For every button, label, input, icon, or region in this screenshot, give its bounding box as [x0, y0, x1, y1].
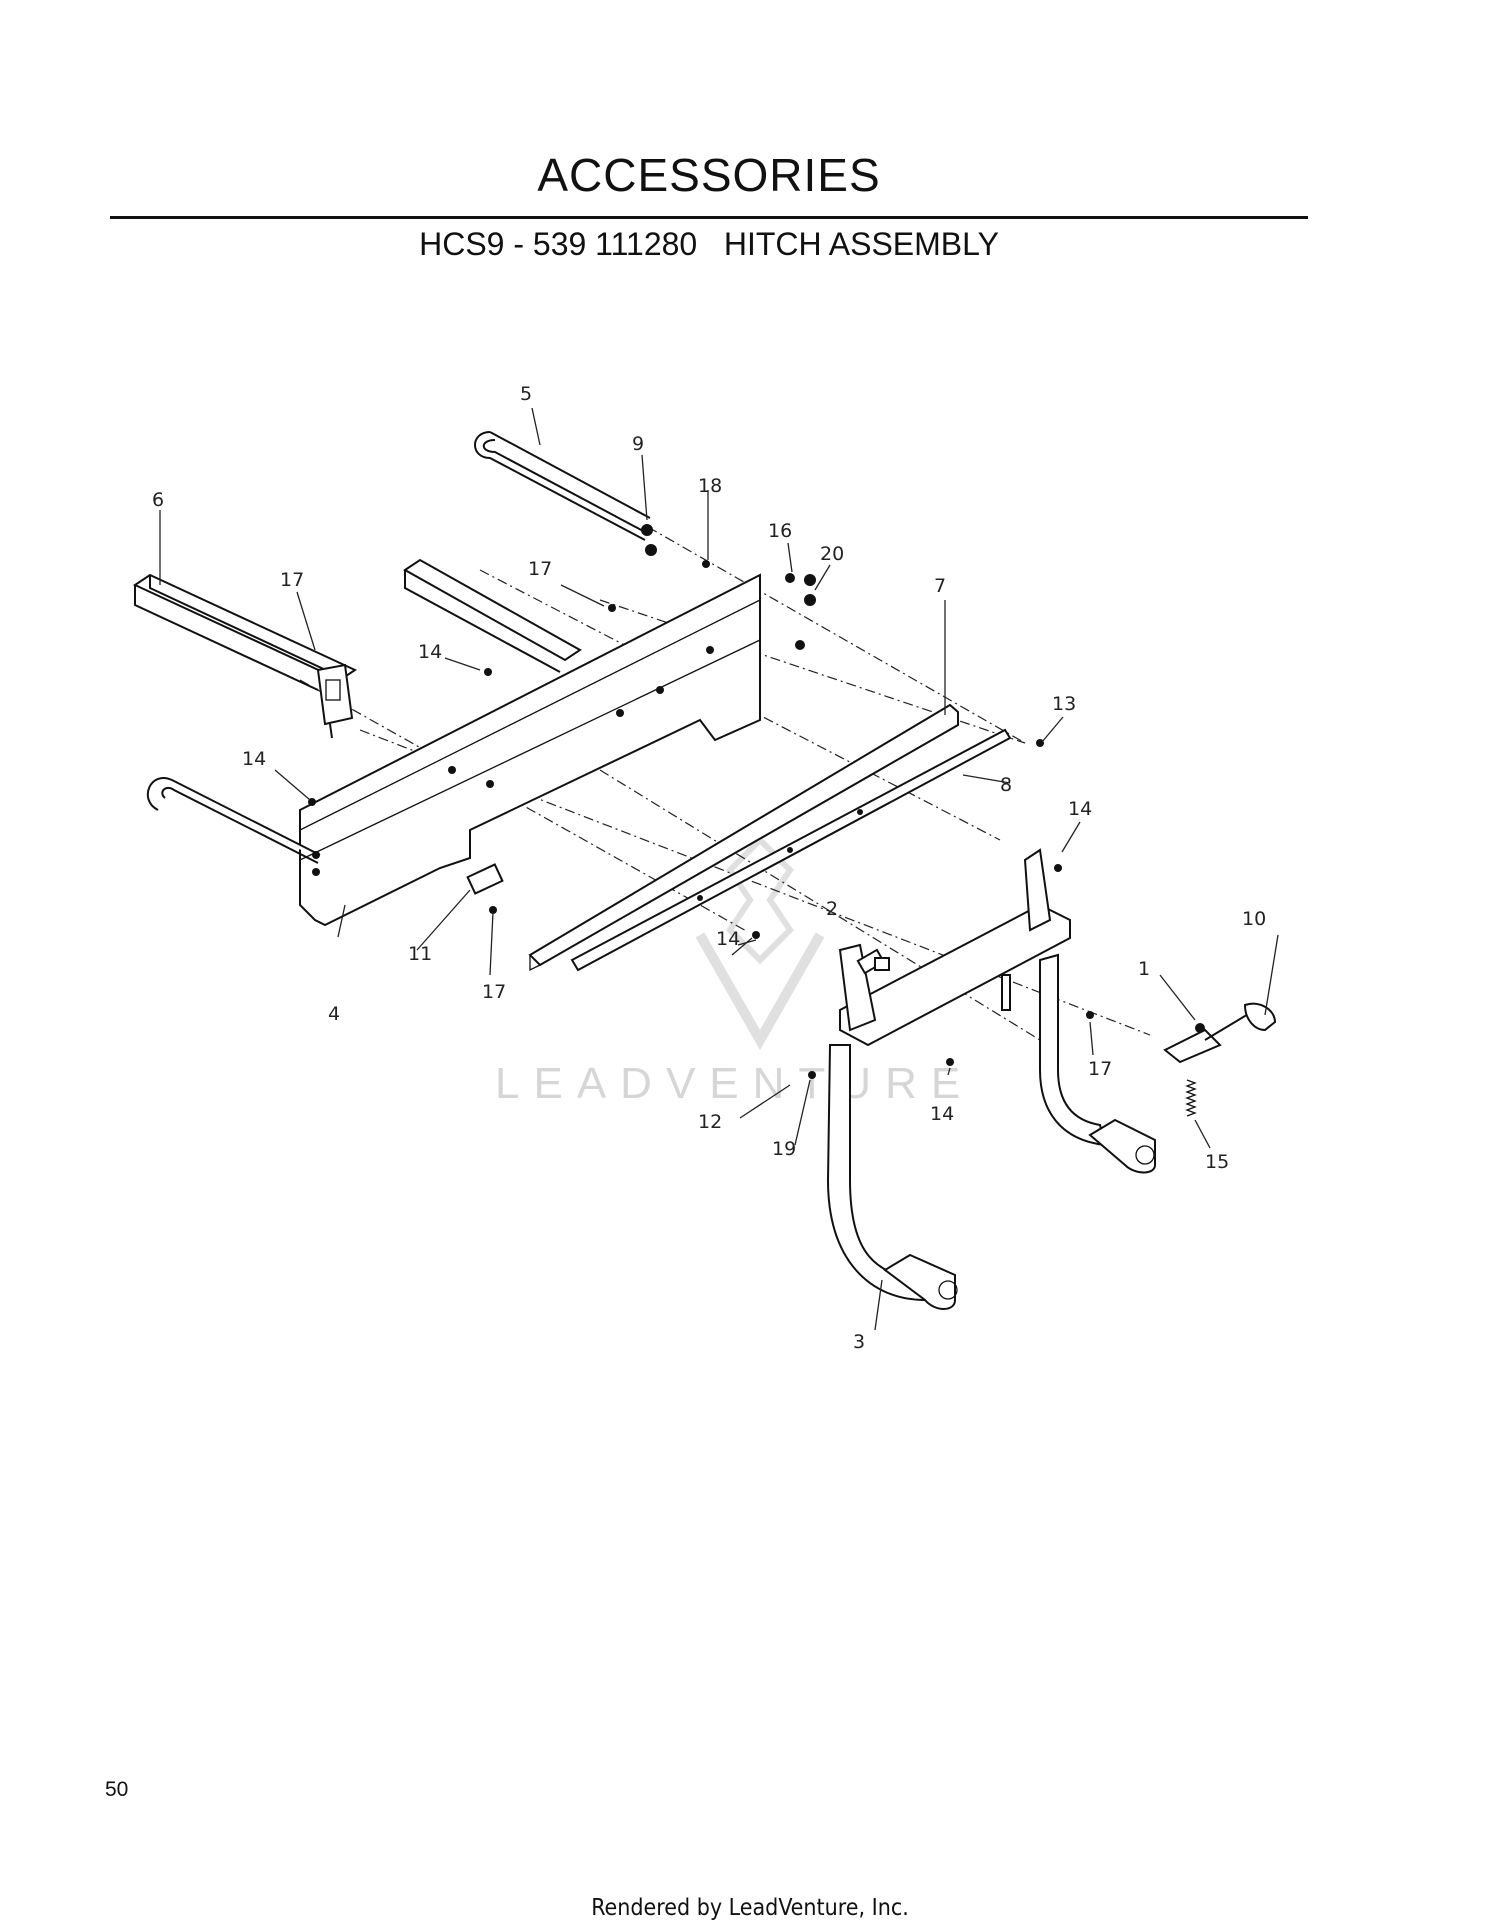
part-6-receiver-tube [132, 573, 358, 739]
callout-14-bottom: 14 [930, 1103, 954, 1125]
callout-9: 9 [632, 433, 644, 455]
callout-2: 2 [826, 898, 838, 920]
callout-19: 19 [772, 1138, 796, 1160]
callout-14-right: 14 [1068, 798, 1092, 820]
part-4-main-frame [146, 558, 761, 927]
part-8-bar [570, 728, 1012, 972]
callout-3: 3 [853, 1331, 865, 1353]
callout-14-left: 14 [242, 748, 266, 770]
callout-17-right: 17 [1088, 1058, 1112, 1080]
callout-7: 7 [934, 575, 946, 597]
page-title: ACCESSORIES [537, 149, 881, 201]
callout-13: 13 [1052, 693, 1076, 715]
leader-lines [159, 407, 1279, 1331]
title-divider [110, 216, 1308, 219]
callout-17-top: 17 [528, 558, 552, 580]
part-7-angle [528, 703, 959, 972]
callout-12: 12 [698, 1111, 722, 1133]
part-10-hitch-pin [1163, 1002, 1277, 1064]
hardware [308, 524, 1205, 1079]
callout-16: 16 [768, 520, 792, 542]
rendered-by-footer: Rendered by LeadVenture, Inc. [591, 1895, 909, 1921]
watermark: LEADVENTURE [495, 835, 974, 1108]
part-5-u-bar [474, 431, 651, 541]
callout-labels: 5 9 18 16 20 17 6 17 14 14 7 13 8 14 11 … [152, 383, 1266, 1353]
callout-14-mid: 14 [716, 928, 740, 950]
callout-18: 18 [698, 475, 722, 497]
callout-17-left: 17 [280, 569, 304, 591]
assembly-subtitle: HCS9 - 539 111280 HITCH ASSEMBLY [419, 226, 999, 262]
part-15-spring [1185, 1079, 1197, 1117]
callout-20: 20 [820, 543, 844, 565]
callout-5: 5 [520, 383, 532, 405]
callout-15: 15 [1205, 1151, 1229, 1173]
callout-4: 4 [328, 1003, 340, 1025]
callout-11: 11 [408, 943, 432, 965]
part-3-hitch-frame [826, 848, 1156, 1310]
callout-14-top: 14 [418, 641, 442, 663]
callout-17-lower: 17 [482, 981, 506, 1003]
callout-6: 6 [152, 489, 164, 511]
callout-10: 10 [1242, 908, 1266, 930]
callout-8: 8 [1000, 774, 1012, 796]
watermark-text: LEADVENTURE [495, 1059, 974, 1108]
page-number: 50 [105, 1778, 129, 1801]
callout-1: 1 [1138, 958, 1150, 980]
